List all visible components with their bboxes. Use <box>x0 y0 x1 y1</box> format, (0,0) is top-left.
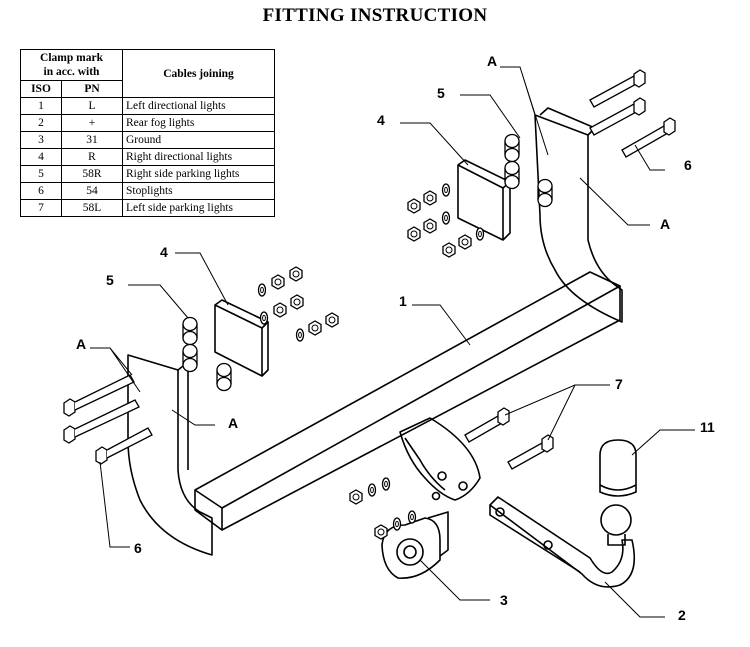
towbar-body <box>127 107 637 588</box>
page-title: FITTING INSTRUCTION <box>262 5 488 26</box>
pn-cell: 58R <box>61 165 123 183</box>
left-arm-edge <box>177 361 189 470</box>
callout-1: 1 <box>399 293 407 309</box>
tow-ball-neck <box>489 496 636 588</box>
pn-header: PN <box>61 80 123 98</box>
cable-joining-table: Clamp mark in acc. with Cables joining I… <box>20 49 275 217</box>
callout-a: A <box>660 216 670 232</box>
callout-5: 5 <box>106 272 114 288</box>
clamp-mark-header: Clamp mark in acc. with <box>20 49 123 81</box>
left-arm <box>127 354 213 556</box>
right-arm <box>534 114 623 323</box>
bolt <box>95 427 153 465</box>
center-bracket <box>399 417 481 501</box>
bolt <box>63 399 140 444</box>
callout-labels: A 5 4 6 A 4 5 1 A 7 A 11 6 3 2 <box>76 53 715 623</box>
callout-a: A <box>228 415 238 431</box>
bolt <box>589 97 646 136</box>
callout-11: 11 <box>700 419 715 435</box>
callout-5: 5 <box>437 85 445 101</box>
ball-cap <box>599 439 637 491</box>
table-row: 2+Rear fog lights <box>20 114 275 132</box>
leader-lines <box>90 66 695 618</box>
callout-6: 6 <box>134 540 142 556</box>
desc-cell: Right side parking lights <box>122 165 275 183</box>
bolt <box>507 434 554 470</box>
callout-3: 3 <box>500 592 508 608</box>
clamp-mark-header-line2: in acc. with <box>43 66 100 78</box>
callout-4: 4 <box>377 112 385 128</box>
desc-cell: Left side parking lights <box>122 199 275 217</box>
main-crossbar-bottom <box>221 286 621 531</box>
bolt <box>63 374 135 417</box>
callout-a: A <box>487 53 497 69</box>
table-subheader-row: ISO PN <box>20 80 275 98</box>
main-crossbar-tube <box>194 271 621 509</box>
right-arm-edge <box>539 107 596 136</box>
callout-7: 7 <box>615 376 623 392</box>
callout-a: A <box>76 336 86 352</box>
callout-6: 6 <box>684 157 692 173</box>
tow-ball <box>600 504 632 536</box>
left-washers-nuts <box>257 266 339 342</box>
callout-4: 4 <box>160 244 168 260</box>
bolts <box>63 69 676 470</box>
bolt <box>589 69 646 108</box>
callout-2: 2 <box>678 607 686 623</box>
bolt <box>464 407 510 443</box>
socket-plate <box>381 517 441 579</box>
bolt <box>621 117 676 158</box>
clamp-mark-header-line1: Clamp mark <box>40 52 103 64</box>
